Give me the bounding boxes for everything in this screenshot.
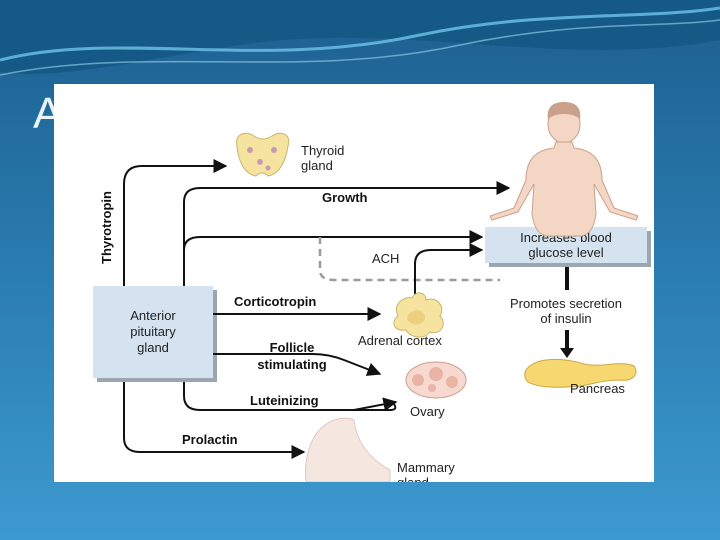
- follicle-label-line1: Follicle: [270, 340, 315, 355]
- prolactin-label: Prolactin: [182, 432, 238, 447]
- pancreas-label: Pancreas: [570, 381, 625, 396]
- header-wave-decoration: [0, 0, 720, 76]
- ach-dashed-line: [318, 237, 500, 282]
- adrenal-cortex-icon: [393, 292, 444, 338]
- pituitary-hormone-diagram: Anterior pituitary gland Thyrotropin Gro…: [54, 84, 654, 482]
- adrenal-label: Adrenal cortex: [358, 333, 442, 348]
- thyroid-label-line1: Thyroid: [301, 143, 344, 158]
- growth-arrow: [183, 181, 511, 286]
- follicle-stimulating-arrow: [213, 353, 382, 376]
- mammary-gland-icon: [305, 417, 391, 482]
- female-body-icon: [489, 102, 639, 237]
- thyroid-label-line2: gland: [301, 158, 333, 173]
- thyrotropin-label: Thyrotropin: [99, 191, 114, 264]
- pituitary-label-line2: pituitary: [130, 324, 176, 339]
- growth-label: Growth: [322, 190, 368, 205]
- corticotropin-label: Corticotropin: [234, 294, 316, 309]
- mammary-label-line1: Mammary: [397, 460, 455, 475]
- insulin-label-line2: of insulin: [540, 311, 591, 326]
- pituitary-label-line1: Anterior: [130, 308, 176, 323]
- thyrotropin-arrow: [123, 159, 228, 286]
- luteinizing-label: Luteinizing: [250, 393, 319, 408]
- mammary-label-line2: gland: [397, 475, 429, 482]
- insulin-label-line1: Promotes secretion: [510, 296, 622, 311]
- ach-label: ACH: [372, 251, 399, 266]
- anterior-pituitary-box: Anterior pituitary gland: [93, 286, 217, 382]
- follicle-label-line2: stimulating: [257, 357, 326, 372]
- glucose-arrow: [183, 230, 484, 254]
- ovary-label: Ovary: [410, 404, 445, 419]
- glucose-box-line2: glucose level: [528, 245, 603, 260]
- thyroid-gland-icon: [236, 132, 290, 177]
- prolactin-arrow: [123, 382, 306, 459]
- adrenal-to-glucose-arrow: [414, 243, 484, 294]
- pituitary-label-line3: gland: [137, 340, 169, 355]
- ovary-icon: [405, 361, 467, 399]
- pancreas-icon: [524, 358, 637, 388]
